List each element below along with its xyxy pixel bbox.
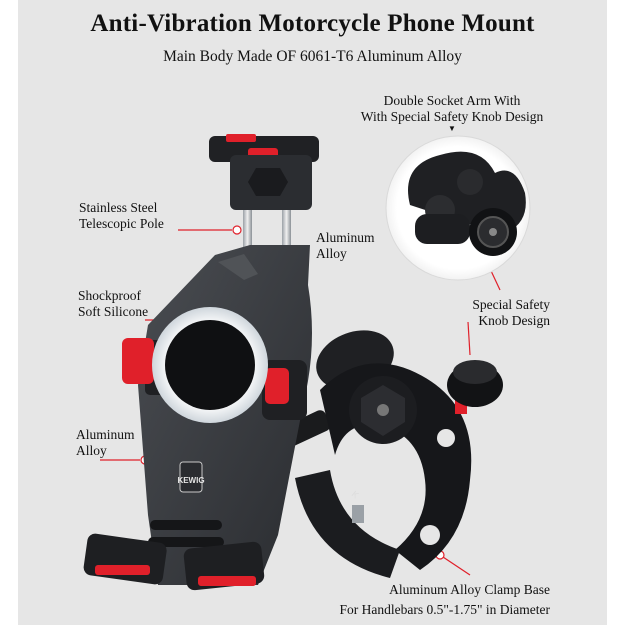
callout-aluminum-inset-line1: Aluminum xyxy=(316,230,375,245)
page-title: Anti-Vibration Motorcycle Phone Mount xyxy=(90,10,535,37)
callout-shockproof: Shockproof Soft Silicone xyxy=(78,288,148,320)
callout-stainless-line2: Telescopic Pole xyxy=(79,216,164,231)
top-clamp xyxy=(209,134,319,210)
clamp-base: K xyxy=(275,330,503,578)
callout-aluminum-inset-line2: Alloy xyxy=(316,246,347,261)
callout-shockproof-line2: Soft Silicone xyxy=(78,304,149,319)
callout-safety-knob-line1: Special Safety xyxy=(472,297,550,312)
callout-double-socket: Double Socket Arm With With Special Safe… xyxy=(352,93,552,133)
callout-aluminum-body: Aluminum Alloy xyxy=(76,427,135,459)
clamp-logo: K xyxy=(350,489,361,501)
callout-safety-knob: Special Safety Knob Design xyxy=(430,297,550,329)
page-subtitle: Main Body Made OF 6061-T6 Aluminum Alloy xyxy=(163,48,462,65)
callout-double-socket-line1: Double Socket Arm With xyxy=(383,93,521,108)
callout-aluminum-body-line1: Aluminum xyxy=(76,427,135,442)
callout-safety-knob-line2: Knob Design xyxy=(478,313,550,328)
callout-aluminum-inset: Aluminum Alloy xyxy=(316,230,375,262)
callout-stainless-line1: Stainless Steel xyxy=(79,200,158,215)
callout-stainless-pole: Stainless Steel Telescopic Pole xyxy=(79,200,164,232)
main-body: KEWIG xyxy=(83,245,312,591)
callout-clamp-line2: For Handlebars 0.5"-1.75" in Diameter xyxy=(339,602,550,617)
brand-logo: KEWIG xyxy=(177,476,204,485)
callout-aluminum-body-line2: Alloy xyxy=(76,443,107,458)
caret-down-icon: ▼ xyxy=(448,124,456,133)
telescopic-poles xyxy=(243,195,291,265)
socket-arm-inset xyxy=(385,135,531,281)
callout-clamp-line1: Aluminum Alloy Clamp Base xyxy=(389,582,550,597)
callout-double-socket-line2: With Special Safety Knob Design xyxy=(360,109,544,124)
callout-clamp-base: Aluminum Alloy Clamp Base For Handlebars… xyxy=(300,580,550,620)
callout-shockproof-line1: Shockproof xyxy=(78,288,141,303)
